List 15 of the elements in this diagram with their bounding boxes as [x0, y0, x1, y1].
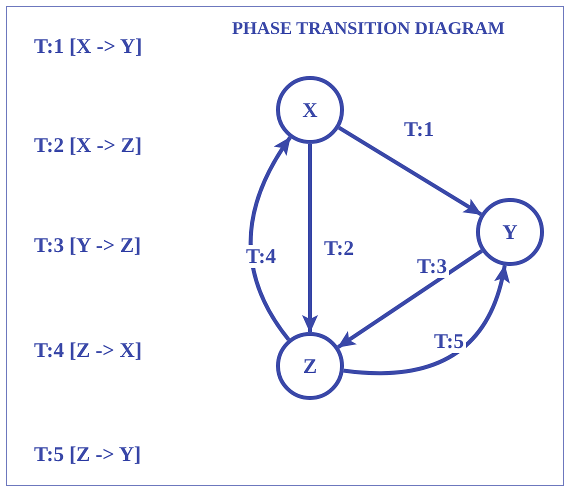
- transition-legend-text: T:4 [Z -> X]: [34, 338, 142, 363]
- state-circle: Y: [476, 198, 544, 266]
- transition-legend-text: T:2 [X -> Z]: [34, 133, 142, 158]
- transition-arrow: [338, 126, 482, 216]
- state-circle: X: [276, 76, 344, 144]
- diagram-title: PHASE TRANSITION DIAGRAM: [232, 18, 505, 39]
- transition-arrow: [302, 144, 318, 333]
- edge-label: T:4: [244, 245, 278, 268]
- state-circle: Z: [276, 332, 344, 400]
- transition-arrow: [248, 136, 292, 341]
- transition-arrow: [343, 264, 510, 376]
- transition-legend-text: T:5 [Z -> Y]: [34, 442, 142, 467]
- transition-legend-text: T:3 [Y -> Z]: [34, 233, 142, 258]
- transition-legend-text: T:1 [X -> Y]: [34, 34, 142, 59]
- transition-arrow: [337, 249, 483, 349]
